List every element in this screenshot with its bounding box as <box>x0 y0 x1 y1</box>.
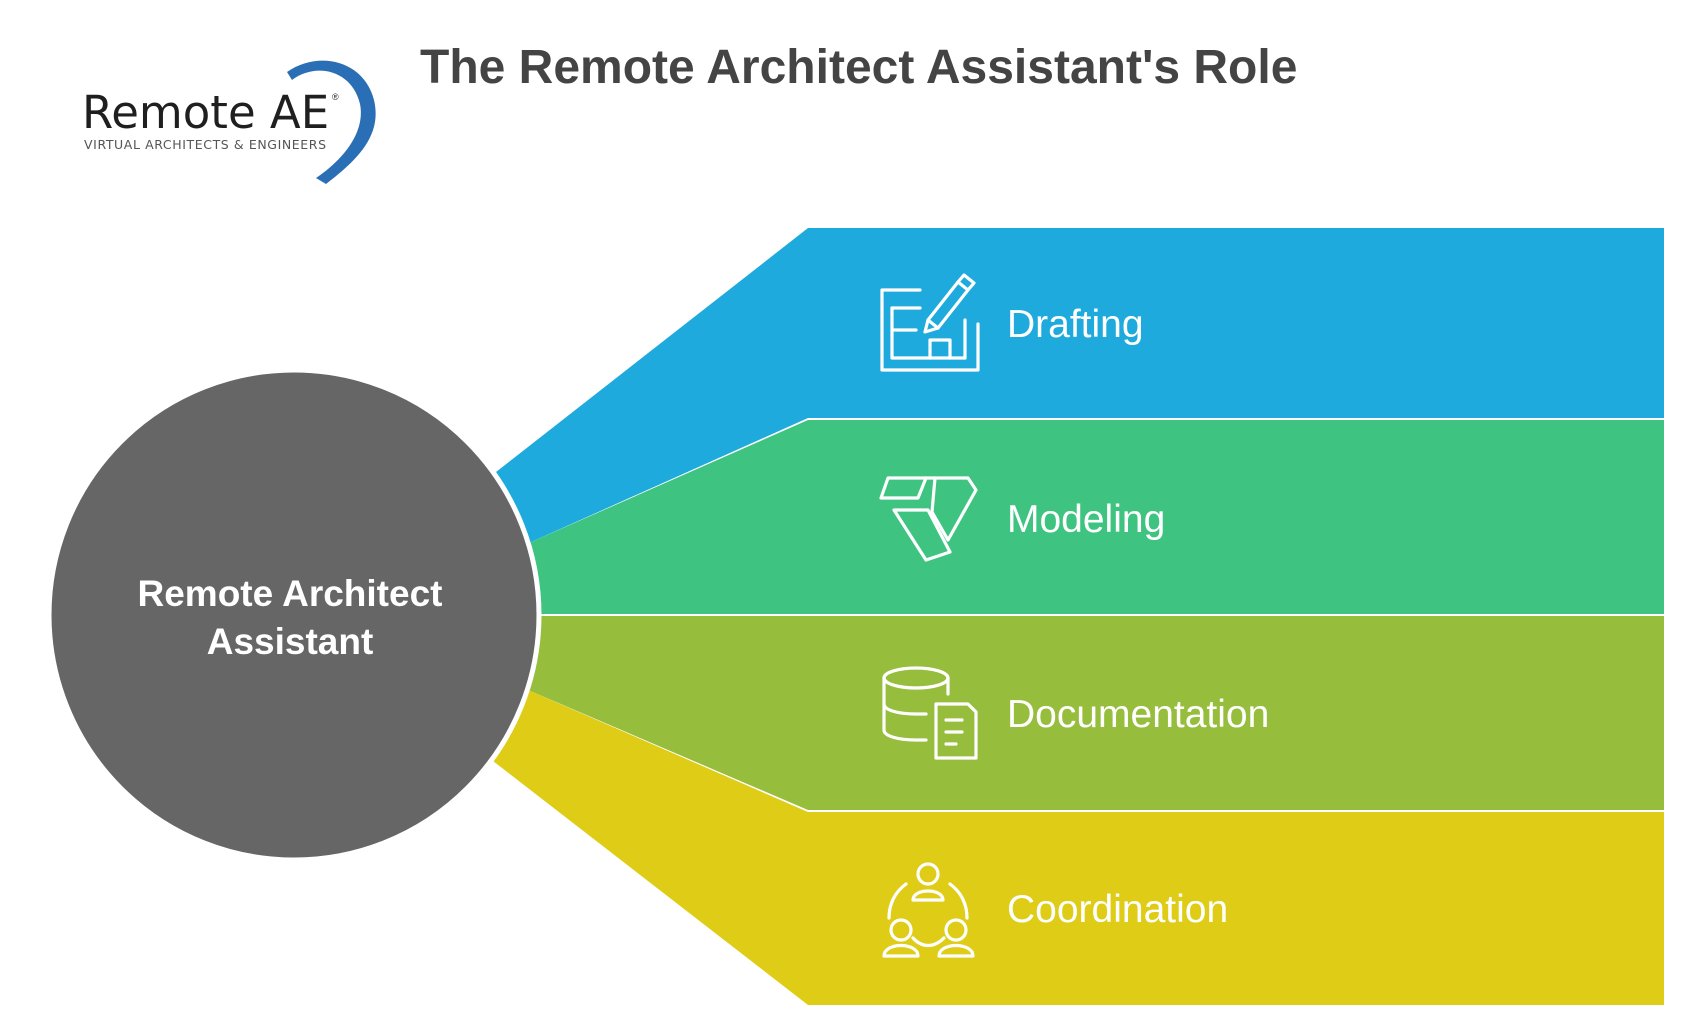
logo-pin-outline <box>287 60 376 184</box>
band-coordination <box>493 690 1664 1005</box>
logo-wordmark: Remote AE <box>82 86 329 139</box>
model-shapes-icon <box>879 476 978 562</box>
band-documentation <box>528 616 1664 810</box>
hub-label-line1: Remote Architect <box>138 573 443 614</box>
logo-registered-mark: ® <box>332 92 339 102</box>
band-drafting <box>496 228 1664 543</box>
role-label-modeling: Modeling <box>1007 498 1165 541</box>
role-label-documentation: Documentation <box>1007 693 1269 736</box>
band-modeling <box>529 420 1664 614</box>
hub-circle <box>46 367 542 863</box>
hub-label-line2: Assistant <box>207 621 374 662</box>
logo-tagline: VIRTUAL ARCHITECTS & ENGINEERS <box>84 137 327 152</box>
role-label-coordination: Coordination <box>1007 888 1228 931</box>
team-coordination-icon <box>882 862 975 958</box>
blueprint-pencil-icon <box>880 273 980 372</box>
page-title: The Remote Architect Assistant's Role <box>420 41 1297 94</box>
logo: Remote AE ® VIRTUAL ARCHITECTS & ENGINEE… <box>82 60 376 184</box>
role-label-drafting: Drafting <box>1007 303 1144 346</box>
database-document-icon <box>882 666 978 760</box>
